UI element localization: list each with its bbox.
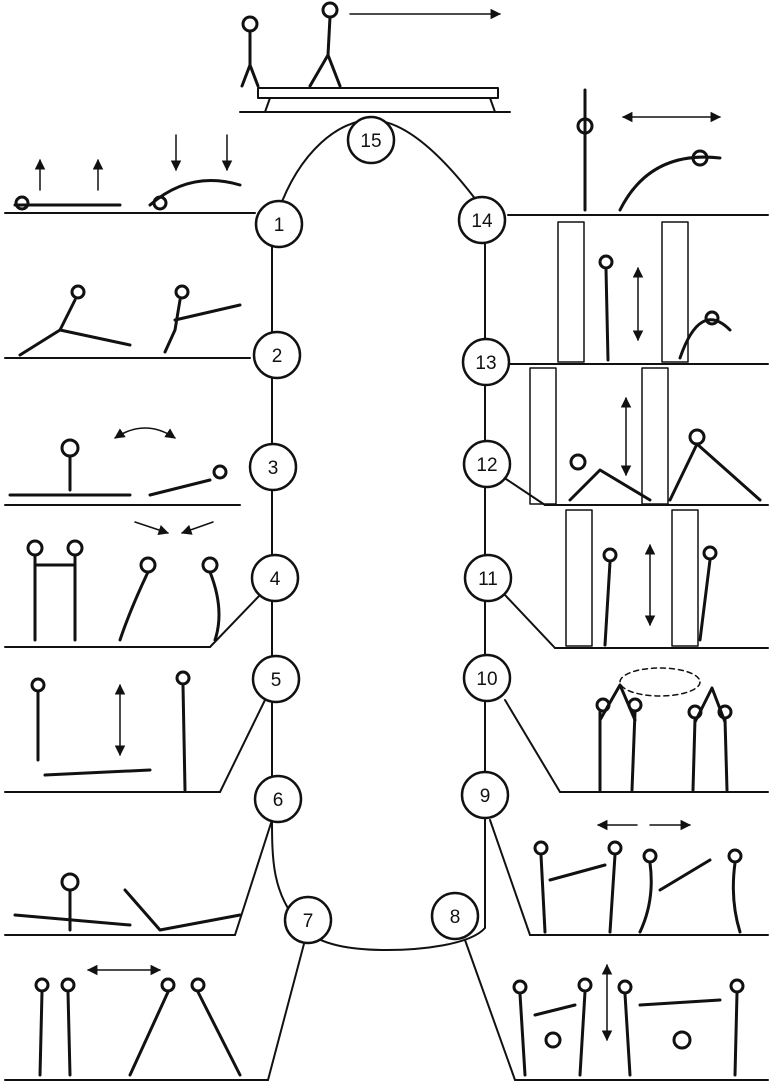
station-circle xyxy=(250,553,300,603)
station-label: 13 xyxy=(475,353,496,374)
station-label: 1 xyxy=(274,215,285,236)
station-label: 14 xyxy=(471,211,493,232)
station-14: 14 xyxy=(457,195,507,245)
station-circle xyxy=(283,895,333,945)
station-circle xyxy=(457,195,507,245)
station-label: 6 xyxy=(273,790,284,811)
station-circle xyxy=(430,891,480,941)
station-circle xyxy=(248,442,298,492)
station-7: 7 xyxy=(283,895,333,945)
station-label: 9 xyxy=(480,786,491,807)
right-floor-lines xyxy=(464,214,769,1081)
station-circle xyxy=(461,337,511,387)
left-floor-lines xyxy=(4,212,306,1081)
wall-bars-icon xyxy=(529,221,699,647)
station-11: 11 xyxy=(463,553,513,603)
station-circle xyxy=(462,653,512,703)
station-label: 12 xyxy=(476,455,497,476)
station-circle xyxy=(251,654,301,704)
exercise-figures xyxy=(8,1,762,1077)
station-13: 13 xyxy=(461,337,511,387)
station-3: 3 xyxy=(248,442,298,492)
station-label: 2 xyxy=(272,346,283,367)
station-5: 5 xyxy=(251,654,301,704)
station-9: 9 xyxy=(460,770,510,820)
station-2: 2 xyxy=(252,330,302,380)
station-label: 7 xyxy=(303,911,314,932)
station-4: 4 xyxy=(250,553,300,603)
direction-arrows xyxy=(34,8,722,1042)
station-circle xyxy=(254,199,304,249)
station-12: 12 xyxy=(462,439,512,489)
station-label: 4 xyxy=(270,569,281,590)
station-label: 8 xyxy=(450,907,461,928)
station-6: 6 xyxy=(253,774,303,824)
station-15: 15 xyxy=(346,115,396,165)
station-1: 1 xyxy=(254,199,304,249)
station-label: 10 xyxy=(476,669,497,690)
station-circle xyxy=(462,439,512,489)
bench-icon xyxy=(239,87,511,113)
station-circle xyxy=(463,553,513,603)
station-circle xyxy=(252,330,302,380)
station-label: 3 xyxy=(268,458,279,479)
station-label: 11 xyxy=(478,569,498,590)
station-label: 5 xyxy=(271,670,282,691)
station-circle xyxy=(460,770,510,820)
station-circle xyxy=(253,774,303,824)
station-8: 8 xyxy=(430,891,480,941)
station-circle xyxy=(346,115,396,165)
circuit-loop xyxy=(270,119,486,951)
station-label: 15 xyxy=(360,131,381,152)
station-10: 10 xyxy=(462,653,512,703)
